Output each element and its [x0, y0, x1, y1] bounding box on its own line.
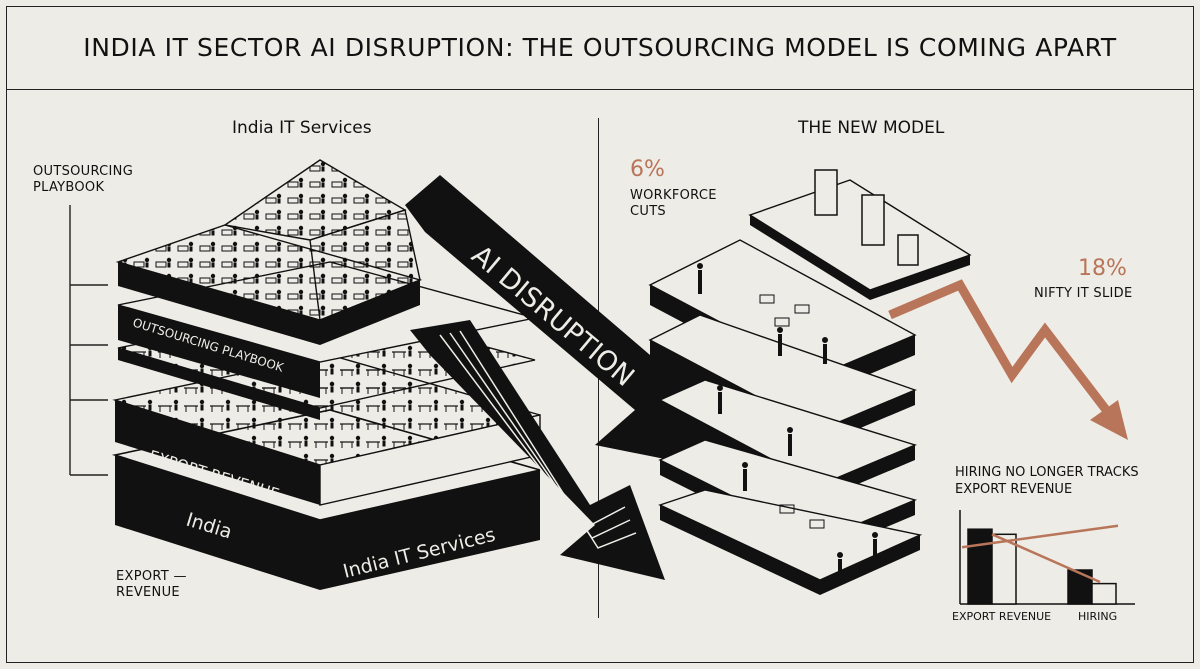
bar-1-1	[1091, 582, 1117, 605]
mini-chart-marks	[961, 524, 1119, 605]
nifty-slide-label: NIFTY IT SLIDE	[1034, 286, 1133, 301]
striped-arrow	[410, 320, 665, 580]
left-stack: OUTSOURCING PLAYBOOK EXPORT REVENUE Indi…	[111, 159, 541, 590]
side-label-playbook: OUTSOURCING PLAYBOOK	[33, 164, 133, 196]
outer-frame	[6, 6, 1194, 663]
bar-1-0	[1067, 569, 1093, 605]
side-label-export: EXPORT — REVENUE	[116, 569, 187, 601]
right-heading: THE NEW MODEL	[798, 118, 945, 138]
left-bracket	[69, 205, 108, 476]
workforce-cut-label-line1: WORKFORCE	[630, 188, 717, 203]
nifty-slide-value: 18%	[1078, 256, 1127, 281]
trend-line-export	[961, 524, 1119, 549]
side-label-playbook-line1: OUTSOURCING	[33, 164, 134, 179]
workforce-cut-label: WORKFORCE CUTS	[630, 188, 717, 220]
side-label-playbook-line2: PLAYBOOK	[33, 180, 105, 195]
side-label-export-line1: EXPORT —	[116, 569, 187, 584]
right-tower	[648, 169, 972, 595]
bar-0-0	[967, 528, 993, 605]
workforce-cut-label-line2: CUTS	[630, 204, 666, 219]
title-bar: INDIA IT SECTOR AI DISRUPTION: THE OUTSO…	[6, 6, 1194, 90]
trend-line-hiring	[991, 533, 1101, 584]
bar-0-1	[991, 533, 1017, 605]
category-label-0: EXPORT REVENUE	[952, 610, 1051, 623]
workforce-cut-value: 6%	[630, 157, 665, 182]
left-heading: India IT Services	[232, 118, 372, 138]
mini-chart-title-line1: HIRING NO LONGER TRACKS	[955, 465, 1139, 480]
page-title: INDIA IT SECTOR AI DISRUPTION: THE OUTSO…	[83, 33, 1117, 62]
mini-chart-title-line2: EXPORT REVENUE	[955, 482, 1072, 497]
nifty-decline-arrow	[888, 279, 1128, 440]
side-label-export-line2: REVENUE	[116, 585, 180, 600]
category-label-1: HIRING	[1078, 610, 1117, 623]
mini-chart-labels: EXPORT REVENUE HIRING HIRING NO LONGER TRA…	[952, 465, 1139, 623]
